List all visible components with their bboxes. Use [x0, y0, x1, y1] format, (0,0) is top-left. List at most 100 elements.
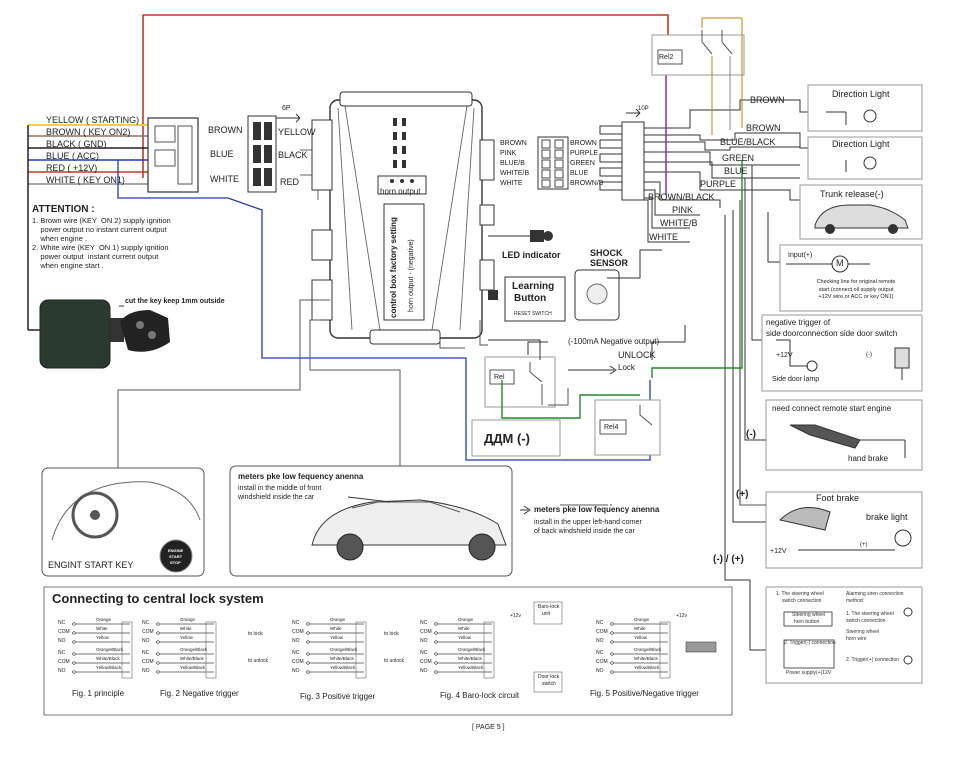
central-pin-label: NO	[142, 668, 150, 674]
engine-start-caption: ENGINT START KEY	[48, 560, 134, 570]
antenna2-title: meters pke low fequency anenna	[534, 505, 660, 514]
central-lock-panel	[43, 586, 733, 716]
lock-actuator	[685, 641, 717, 653]
central-fig-caption: Fig. 2 Negative trigger	[160, 689, 239, 698]
side-door-box	[761, 314, 923, 392]
central-relay-rect	[483, 621, 495, 679]
central-wire-label: Orange	[634, 617, 650, 622]
central-wire-label: Yellow/Black	[458, 665, 484, 670]
brake-light-label: brake light	[866, 512, 908, 522]
central-pin-label: NC	[596, 650, 604, 656]
central-wire-label: Yellow	[96, 635, 109, 640]
central-wire-label: White	[330, 626, 342, 631]
relay-rel4	[594, 399, 661, 456]
learning-title: Learning	[512, 281, 555, 292]
central-pin-dot	[156, 640, 160, 644]
central-lock-figures	[72, 601, 717, 693]
footbrake-12v: +12V	[770, 548, 787, 555]
central-wire-label: Orange	[96, 617, 112, 622]
control-box-label: control box factory setting	[389, 217, 398, 318]
central-pin-label: NO	[58, 668, 66, 674]
steering-text: Power supply(+)12V	[786, 670, 832, 676]
central-pin-dot	[306, 661, 310, 665]
central-wire-label: Orange	[330, 617, 346, 622]
left-wire-label: BLACK ( GND)	[46, 139, 107, 149]
central-pin-dot	[306, 652, 310, 656]
foot-brake-box	[765, 491, 923, 569]
10p-right-label: BLUE	[570, 170, 589, 177]
steering-text: Steering wheel	[792, 612, 826, 618]
rw-brown-2: BROWN	[746, 123, 781, 133]
central-pin-label: NO	[142, 638, 150, 644]
central-wire-label: Yellow	[458, 635, 471, 640]
central-wire-label: Orange	[458, 617, 474, 622]
rw-brown-1: BROWN	[750, 95, 785, 105]
steering-text: 1. The steering wheel	[846, 611, 894, 617]
antenna1-title: meters pke low fequency anenna	[238, 472, 364, 481]
engine-start-panel	[41, 467, 205, 577]
handbrake-minus: (-)	[746, 429, 756, 440]
steering-text: 2. Trigger(-) connection	[784, 640, 836, 646]
central-wire-label: White	[96, 626, 108, 631]
steering-text: switch connection	[782, 598, 822, 604]
learning-title2: Button	[514, 293, 547, 304]
input-desc-line: +12V wire,or ACC or key ON1)	[818, 294, 894, 300]
central-pin-dot	[72, 631, 76, 635]
antenna-car-panel	[229, 465, 513, 577]
central-wire-label: Yellow/Black	[96, 665, 122, 670]
steering-text: method:	[846, 598, 865, 604]
central-pin-dot	[610, 622, 614, 626]
10p-left-label: WHITE	[500, 180, 523, 187]
central-pin-dot	[306, 640, 310, 644]
attention-line: when engine .	[32, 234, 88, 243]
steering-text: Steering wheel	[846, 629, 880, 635]
footbrake-plus: (+)	[736, 489, 749, 500]
6p-right-1: YELLOW	[278, 127, 316, 137]
horn-output-label: horn output	[380, 187, 421, 196]
engine-btn-1: ENGINE	[168, 548, 184, 553]
central-pin-label: NC	[420, 650, 428, 656]
direction-light-2-label: Direction Light	[832, 139, 890, 149]
red-wire-top	[142, 14, 669, 178]
attention-line: 2. White wire (KEY ON 1) supply ignition	[32, 243, 169, 252]
attention-line: when engine start .	[32, 261, 104, 270]
central-pin-label: NC	[58, 650, 66, 656]
central-wire-label: Orange/Black	[634, 647, 662, 652]
left-wire-bundle	[27, 124, 150, 331]
steering-text: Alarming siren connection	[846, 591, 904, 597]
central-pin-label: NC	[142, 620, 150, 626]
central-pin-dot	[72, 622, 76, 626]
connector-10p-label: 10P	[638, 106, 649, 112]
trunk-release-box	[799, 184, 923, 240]
10p-right-label: PURPLE	[570, 150, 599, 157]
central-wire-label: Yellow	[330, 635, 343, 640]
central-pin-dot	[434, 661, 438, 665]
central-pin-dot	[434, 670, 438, 674]
central-pin-label: NO	[292, 638, 300, 644]
central-pin-label: NC	[596, 620, 604, 626]
learning-button	[488, 276, 566, 322]
central-pin-dot	[610, 640, 614, 644]
central-fig-caption: Fig. 5 Positive/Negative trigger	[590, 689, 699, 698]
p12-4: +12v	[510, 613, 521, 619]
10p-left-label: WHITE/B	[500, 170, 530, 177]
central-pin-dot	[434, 652, 438, 656]
central-fig-caption: Fig. 3 Positive trigger	[300, 692, 376, 701]
central-pin-label: NO	[58, 638, 66, 644]
left-wire-label: RED ( +12V)	[46, 163, 98, 173]
central-pin-label: NO	[420, 668, 428, 674]
central-pin-label: NO	[596, 668, 604, 674]
central-pin-dot	[156, 622, 160, 626]
central-pin-label: COM	[142, 629, 154, 635]
door-title-1: negative trigger of	[766, 318, 831, 327]
central-relay-rect	[205, 621, 217, 679]
door-title-2: side doorconnection side door switch	[766, 329, 898, 338]
central-wire-label: Orange	[180, 617, 196, 622]
control-box-sub: horn output - (negative)	[408, 239, 415, 312]
handbrake-label: hand brake	[848, 454, 889, 463]
central-pin-label: NO	[596, 638, 604, 644]
central-pin-label: COM	[420, 629, 432, 635]
ddm-label: ДДМ (-)	[484, 431, 530, 446]
central-pin-dot	[156, 661, 160, 665]
learning-sub: RESET SWITCH	[514, 311, 552, 317]
